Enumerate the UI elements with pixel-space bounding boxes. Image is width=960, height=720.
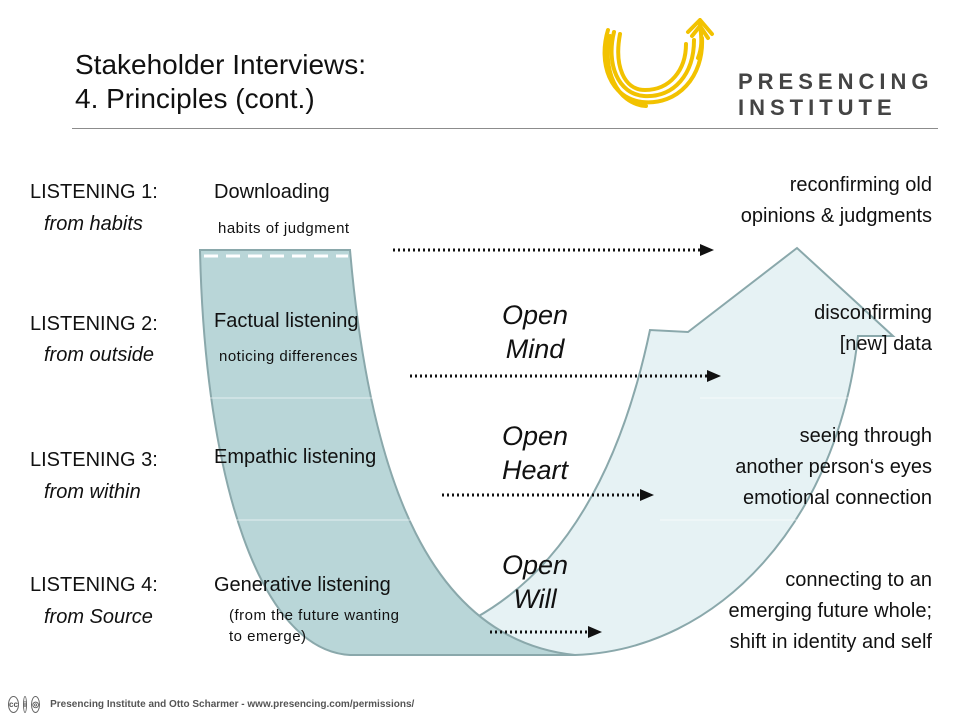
listening-3-label: LISTENING 3: xyxy=(30,449,158,471)
license-footer: cc i ◎ Presencing Institute and Otto Sch… xyxy=(0,690,414,718)
title-line-2: 4. Principles (cont.) xyxy=(75,83,315,114)
listening-2-sub: noticing differences xyxy=(219,348,358,365)
listening-4-sub-2: to emerge) xyxy=(229,628,307,645)
listening-4-sub-1: (from the future wanting xyxy=(229,607,400,624)
arrowhead-1 xyxy=(700,244,714,256)
listening-3-source: from within xyxy=(44,481,141,503)
arrowhead-3 xyxy=(640,489,654,501)
logo-line-2: INSTITUTE xyxy=(738,95,897,120)
cc-license-icon: cc xyxy=(8,695,19,713)
title-divider xyxy=(72,128,938,129)
listening-4-kind: Generative listening xyxy=(214,574,391,596)
listening-3-kind: Empathic listening xyxy=(214,446,377,468)
arrowhead-2 xyxy=(707,370,721,382)
listening-2-source: from outside xyxy=(44,344,155,366)
listening-1-kind: Downloading xyxy=(214,181,330,203)
u-right-band xyxy=(349,246,896,656)
slide-title: Stakeholder Interviews: 4. Principles (c… xyxy=(75,48,366,116)
arrowhead-4 xyxy=(588,626,602,638)
u-left-band xyxy=(198,249,576,656)
listening-1-sub: habits of judgment xyxy=(218,220,350,237)
listening-1-label: LISTENING 1: xyxy=(30,181,158,203)
logo-line-1: PRESENCING xyxy=(738,69,934,94)
listening-2-label: LISTENING 2: xyxy=(30,313,158,335)
listening-4-source: from Source xyxy=(44,606,153,628)
attribution-icon: i xyxy=(22,695,28,713)
title-line-1: Stakeholder Interviews: xyxy=(75,49,367,80)
footer-text: Presencing Institute and Otto Scharmer -… xyxy=(50,698,415,710)
listening-1-source: from habits xyxy=(44,213,143,235)
presencing-sun-logo-icon xyxy=(602,18,714,108)
listening-2-kind: Factual listening xyxy=(214,310,359,332)
listening-2-result: disconfirming[new] data xyxy=(814,302,932,355)
listening-4-label: LISTENING 4: xyxy=(30,574,158,596)
share-alike-icon: ◎ xyxy=(31,695,41,713)
